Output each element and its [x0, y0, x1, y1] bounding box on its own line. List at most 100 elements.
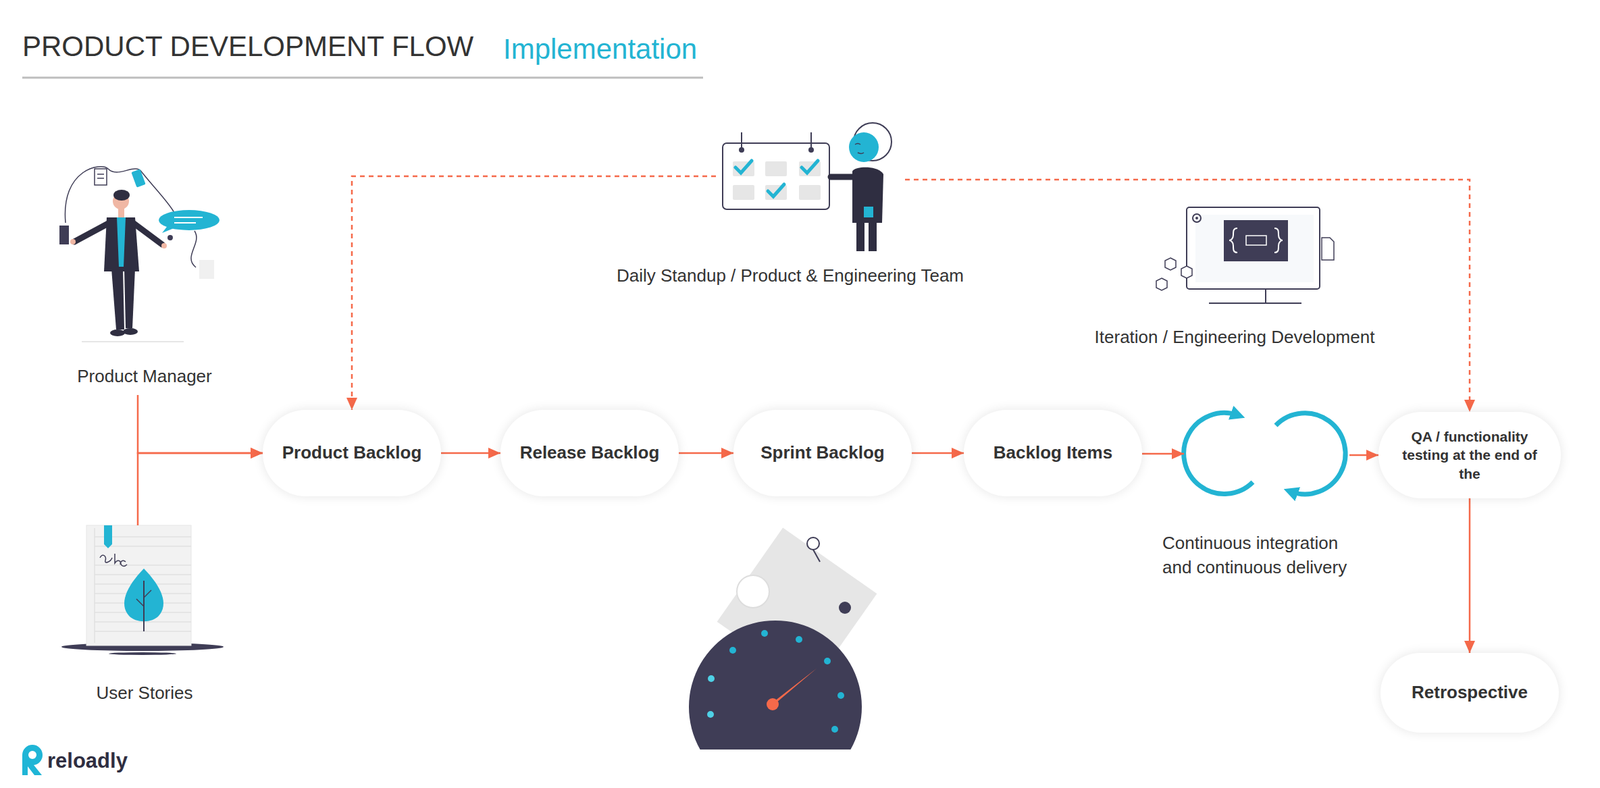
product-manager-figure — [64, 166, 175, 223]
product-manager-figure — [122, 328, 138, 335]
logo-mark — [22, 744, 43, 776]
product-manager-figure — [81, 341, 184, 343]
product-manager-figure — [174, 222, 196, 224]
product-manager-figure — [191, 230, 197, 268]
logo-text: reloadly — [47, 748, 128, 774]
cycle-node: Continuous integration and continuous de… — [1183, 409, 1350, 499]
process-pill: Product Backlog — [262, 409, 442, 497]
product-manager-figure — [124, 268, 136, 329]
node-text: Daily Standup / Product & Engineering Te… — [616, 263, 964, 288]
standup-figure — [738, 147, 745, 153]
product-manager-figure — [111, 268, 125, 330]
standup-figure — [767, 184, 785, 197]
user-stories-figure — [108, 652, 177, 656]
standup-figure — [740, 132, 743, 149]
product-manager-figure — [113, 189, 130, 201]
speedometer-figure — [795, 636, 803, 643]
standup-figure — [855, 143, 861, 146]
speedometer-figure — [766, 698, 779, 711]
monitor-figure — [1274, 228, 1283, 253]
monitor-figure — [1156, 207, 1334, 304]
title-underline — [22, 76, 704, 80]
standup-figure — [732, 185, 755, 200]
product-manager-figure — [70, 239, 76, 245]
dashed-arrow — [905, 179, 1470, 412]
monitor-figure — [1192, 214, 1201, 223]
logo-mark — [28, 751, 37, 760]
standup-figure-node: Daily Standup / Product & Engineering Te… — [715, 124, 906, 257]
user-stories-figure — [104, 525, 113, 549]
flow-arrow — [1468, 498, 1472, 654]
speedometer-figure — [736, 575, 770, 608]
speedometer-figure — [707, 675, 715, 683]
node-text: QA / functionality testing at the end of… — [1394, 427, 1545, 483]
node-text: Continuous integration and continuous de… — [1162, 530, 1359, 580]
flow-arrow — [678, 452, 734, 455]
user-stories-figure — [93, 528, 96, 643]
process-pill: Backlog Items — [963, 409, 1143, 497]
speedometer-figure — [813, 549, 820, 562]
node-text: Retrospective — [1411, 681, 1528, 705]
product-manager-figure — [97, 173, 105, 175]
user-stories-figure — [61, 525, 224, 656]
product-manager-figure — [59, 166, 220, 342]
product-manager-figure — [133, 222, 163, 245]
monitor-figure — [1195, 216, 1199, 220]
monitor-figure — [1229, 228, 1238, 253]
standup-figure — [798, 185, 821, 200]
illustration-label: Iteration / Engineering Development — [1094, 326, 1376, 348]
user-stories-figure — [86, 525, 192, 646]
standup-figure — [856, 221, 865, 252]
user-stories-figure — [136, 599, 144, 607]
monitor-figure — [1156, 278, 1168, 291]
standup-figure — [868, 221, 877, 252]
standup-figure — [863, 206, 874, 218]
monitor-figure — [1181, 266, 1193, 279]
document-figure: User Stories — [56, 525, 234, 710]
node-text: User Stories — [95, 682, 193, 706]
product-manager-figure — [199, 260, 215, 279]
title-underline — [22, 77, 704, 79]
monitor-figure — [1165, 257, 1176, 271]
process-pill: QA / functionality testing at the end of… — [1378, 411, 1561, 499]
flow-arrow — [1349, 454, 1379, 457]
actor-figure: Product Manager — [56, 118, 234, 396]
process-pill: Retrospective — [1380, 653, 1559, 733]
speedometer-figure — [761, 630, 768, 637]
standup-figure — [732, 161, 755, 177]
flow-arrow — [137, 395, 263, 454]
speedometer-figure — [688, 528, 877, 750]
monitor-figure — [1223, 220, 1288, 262]
speedometer-figure — [831, 726, 839, 733]
speedometer-figure — [823, 657, 831, 665]
ci-cycle-icon — [1275, 413, 1346, 495]
product-manager-figure — [74, 222, 110, 242]
standup-figure — [722, 143, 830, 210]
standup-figure — [830, 174, 856, 181]
product-manager-figure — [97, 177, 105, 179]
monitor-figure — [1246, 235, 1267, 246]
logo-mark — [22, 744, 43, 776]
standup-figure — [848, 132, 879, 163]
flow-arrow — [137, 453, 263, 526]
product-manager-figure — [59, 225, 69, 245]
standup-figure — [765, 161, 787, 177]
user-stories-figure — [99, 553, 127, 567]
monitor-figure — [1208, 302, 1302, 304]
product-manager-figure — [116, 217, 126, 267]
node-text: Release Backlog — [520, 441, 660, 465]
standup-figure — [765, 185, 787, 200]
speedometer-figure — [838, 601, 851, 614]
monitor-figure — [1265, 289, 1267, 304]
user-stories-figure — [94, 630, 192, 633]
flow-arrow — [1142, 453, 1184, 456]
speedometer-figure — [688, 620, 862, 750]
monitor-figure — [1195, 214, 1314, 283]
speedometer-figure — [807, 537, 820, 550]
node-text: Backlog Items — [993, 441, 1113, 465]
standup-figure — [735, 160, 752, 173]
process-pill: Sprint Backlog — [733, 409, 912, 497]
flow-arrow — [911, 452, 964, 455]
flow-arrow — [441, 452, 501, 455]
